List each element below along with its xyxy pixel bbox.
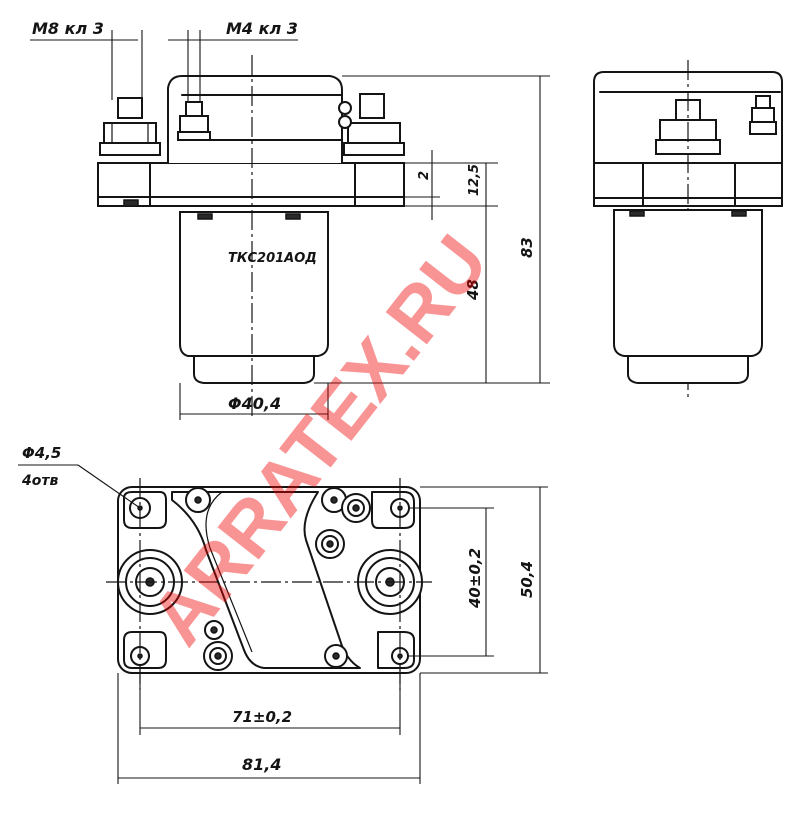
front-coil (179, 211, 329, 384)
thread-m4-label: M4 кл 3 (226, 19, 298, 38)
dim-40-label: 40±0,2 (466, 548, 484, 609)
hole-callout: Φ4,5 4отв (18, 444, 141, 509)
model-label: ТКС201АОД (228, 251, 317, 266)
front-terminal-m8 (99, 97, 161, 156)
dim-12-5-label: 12,5 (467, 164, 482, 196)
plan-dimensions: 40±0,2 50,4 71±0,2 81,4 (117, 486, 548, 784)
thread-m8-label: M8 кл 3 (32, 19, 104, 38)
front-terminal-m4 (177, 101, 211, 141)
front-terminal-right (338, 93, 405, 156)
hole-dia-label: Φ4,5 (22, 444, 61, 462)
front-dimensions: 2 12,5 48 83 Φ40,4 (179, 75, 550, 420)
thread-callouts: M8 кл 3 M4 кл 3 (30, 19, 298, 102)
hole-count-label: 4отв (21, 473, 58, 489)
front-view: ТКС201АОД (97, 55, 405, 420)
front-base-plate (97, 162, 405, 207)
dim-81-4-label: 81,4 (242, 755, 281, 774)
dim-50-4-label: 50,4 (518, 561, 536, 598)
dim-diameter-label: Φ40,4 (228, 394, 281, 413)
dim-2-label: 2 (417, 171, 432, 180)
plan-view (106, 478, 432, 690)
dim-83-label: 83 (518, 237, 536, 258)
side-view (593, 60, 783, 400)
dim-48-label: 48 (464, 279, 482, 301)
dim-71-label: 71±0,2 (232, 708, 292, 726)
